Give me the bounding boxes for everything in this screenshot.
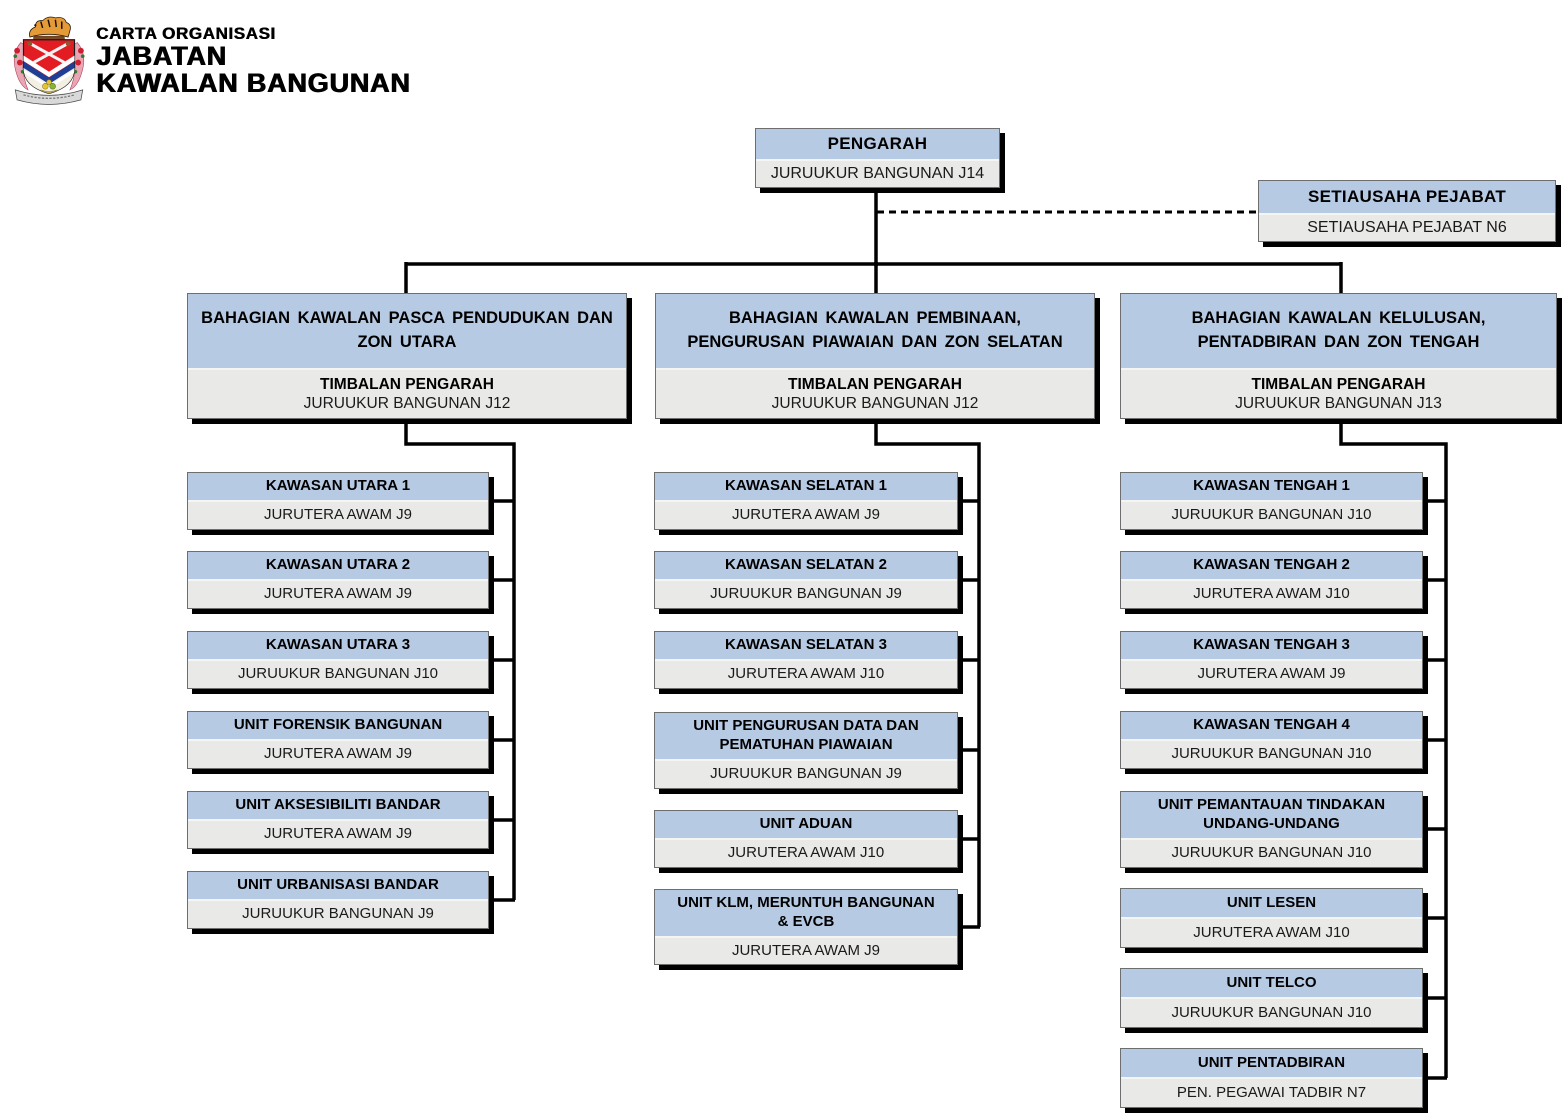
division-grade: JURUUKUR BANGUNAN J13	[1235, 395, 1442, 412]
pengarah-title: PENGARAH	[756, 129, 999, 161]
org-box-unit-aduan: UNIT ADUAN JURUTERA AWAM J10	[654, 810, 958, 868]
chart-title-block: CARTA ORGANISASI JABATAN KAWALAN BANGUNA…	[96, 8, 410, 97]
unit-grade: JURUTERA AWAM J9	[655, 502, 957, 529]
unit-title: KAWASAN TENGAH 3	[1121, 632, 1422, 661]
unit-title: UNIT PEMANTAUAN TINDAKAN UNDANG-UNDANG	[1121, 792, 1422, 840]
org-box-unit-forensik-bangunan: UNIT FORENSIK BANGUNAN JURUTERA AWAM J9	[187, 711, 489, 769]
org-box-kawasan-utara-3: KAWASAN UTARA 3 JURUUKUR BANGUNAN J10	[187, 631, 489, 689]
chart-title-line3: KAWALAN BANGUNAN	[96, 67, 411, 98]
unit-grade: JURUTERA AWAM J10	[1121, 919, 1422, 947]
unit-title: KAWASAN SELATAN 3	[655, 632, 957, 661]
unit-grade: JURUTERA AWAM J10	[655, 840, 957, 867]
org-box-unit-urbanisasi-bandar: UNIT URBANISASI BANDAR JURUUKUR BANGUNAN…	[187, 871, 489, 929]
unit-title: UNIT PENGURUSAN DATA DAN PEMATUHAN PIAWA…	[655, 713, 957, 761]
unit-title: UNIT KLM, MERUNTUH BANGUNAN & EVCB	[655, 890, 957, 938]
org-box-kawasan-utara-2: KAWASAN UTARA 2 JURUTERA AWAM J9	[187, 551, 489, 609]
division-name: BAHAGIAN KAWALAN PASCA PENDUDUKAN DAN ZO…	[188, 294, 626, 370]
unit-title: KAWASAN SELATAN 1	[655, 473, 957, 502]
pengarah-grade: JURUUKUR BANGUNAN J14	[756, 161, 999, 187]
org-box-unit-klm-meruntuh-evcb: UNIT KLM, MERUNTUH BANGUNAN & EVCB JURUT…	[654, 889, 958, 965]
division-name: BAHAGIAN KAWALAN PEMBINAAN, PENGURUSAN P…	[656, 294, 1094, 370]
kl-crest-logo	[13, 16, 85, 105]
unit-title: UNIT AKSESIBILITI BANDAR	[188, 792, 488, 821]
unit-grade: JURUUKUR BANGUNAN J10	[1121, 999, 1422, 1027]
unit-grade: JURUUKUR BANGUNAN J9	[655, 581, 957, 608]
unit-title: UNIT LESEN	[1121, 889, 1422, 919]
unit-grade: JURUUKUR BANGUNAN J10	[1121, 502, 1422, 529]
org-box-kawasan-tengah-4: KAWASAN TENGAH 4 JURUUKUR BANGUNAN J10	[1120, 711, 1423, 769]
setiausaha-grade: SETIAUSAHA PEJABAT N6	[1259, 215, 1555, 241]
unit-title: UNIT PENTADBIRAN	[1121, 1049, 1422, 1079]
org-box-unit-pemantauan-tindakan: UNIT PEMANTAUAN TINDAKAN UNDANG-UNDANG J…	[1120, 791, 1423, 868]
unit-grade: JURUUKUR BANGUNAN J10	[188, 661, 488, 688]
chart-title-line2: JABATAN	[96, 41, 227, 71]
division-body: TIMBALAN PENGARAH JURUUKUR BANGUNAN J13	[1121, 370, 1556, 418]
org-box-unit-pentadbiran: UNIT PENTADBIRAN PEN. PEGAWAI TADBIR N7	[1120, 1048, 1423, 1108]
unit-grade: JURUTERA AWAM J9	[188, 502, 488, 529]
unit-grade: JURUUKUR BANGUNAN J10	[1121, 840, 1422, 867]
unit-grade: JURUUKUR BANGUNAN J9	[655, 761, 957, 788]
org-box-unit-pengurusan-data: UNIT PENGURUSAN DATA DAN PEMATUHAN PIAWA…	[654, 712, 958, 789]
division-body: TIMBALAN PENGARAH JURUUKUR BANGUNAN J12	[656, 370, 1094, 418]
org-box-unit-lesen: UNIT LESEN JURUTERA AWAM J10	[1120, 888, 1423, 948]
org-box-pengarah: PENGARAH JURUUKUR BANGUNAN J14	[755, 128, 1000, 188]
org-box-bahagian-zon-selatan: BAHAGIAN KAWALAN PEMBINAAN, PENGURUSAN P…	[655, 293, 1095, 419]
chart-title-line1: CARTA ORGANISASI	[96, 24, 276, 43]
unit-title: KAWASAN UTARA 1	[188, 473, 488, 502]
unit-title: KAWASAN TENGAH 1	[1121, 473, 1422, 502]
unit-title: UNIT ADUAN	[655, 811, 957, 840]
division-grade: JURUUKUR BANGUNAN J12	[303, 395, 511, 412]
unit-title: KAWASAN UTARA 3	[188, 632, 488, 661]
unit-grade: JURUTERA AWAM J9	[188, 821, 488, 848]
unit-title: KAWASAN UTARA 2	[188, 552, 488, 581]
division-role: TIMBALAN PENGARAH	[320, 375, 494, 393]
org-box-kawasan-tengah-3: KAWASAN TENGAH 3 JURUTERA AWAM J9	[1120, 631, 1423, 689]
unit-title: UNIT TELCO	[1121, 969, 1422, 999]
org-box-bahagian-zon-tengah: BAHAGIAN KAWALAN KELULUSAN, PENTADBIRAN …	[1120, 293, 1557, 419]
org-box-kawasan-selatan-2: KAWASAN SELATAN 2 JURUUKUR BANGUNAN J9	[654, 551, 958, 609]
division-role: TIMBALAN PENGARAH	[788, 375, 962, 393]
unit-title: UNIT URBANISASI BANDAR	[188, 872, 488, 901]
unit-grade: JURUTERA AWAM J10	[655, 661, 957, 688]
unit-grade: JURUTERA AWAM J9	[188, 581, 488, 608]
unit-grade: JURUTERA AWAM J9	[188, 741, 488, 768]
division-grade: JURUUKUR BANGUNAN J12	[771, 395, 979, 412]
unit-grade: JURUUKUR BANGUNAN J10	[1121, 741, 1422, 768]
branding-header: CARTA ORGANISASI JABATAN KAWALAN BANGUNA…	[8, 8, 410, 108]
division-body: TIMBALAN PENGARAH JURUUKUR BANGUNAN J12	[188, 370, 626, 418]
unit-grade: JURUTERA AWAM J9	[655, 938, 957, 964]
org-box-kawasan-tengah-2: KAWASAN TENGAH 2 JURUTERA AWAM J10	[1120, 551, 1423, 609]
division-name: BAHAGIAN KAWALAN KELULUSAN, PENTADBIRAN …	[1121, 294, 1556, 370]
unit-title: KAWASAN TENGAH 2	[1121, 552, 1422, 581]
unit-title: KAWASAN SELATAN 2	[655, 552, 957, 581]
org-box-kawasan-utara-1: KAWASAN UTARA 1 JURUTERA AWAM J9	[187, 472, 489, 530]
unit-grade: JURUTERA AWAM J10	[1121, 581, 1422, 608]
setiausaha-title: SETIAUSAHA PEJABAT	[1259, 181, 1555, 215]
org-box-kawasan-selatan-1: KAWASAN SELATAN 1 JURUTERA AWAM J9	[654, 472, 958, 530]
unit-title: UNIT FORENSIK BANGUNAN	[188, 712, 488, 741]
org-box-kawasan-selatan-3: KAWASAN SELATAN 3 JURUTERA AWAM J10	[654, 631, 958, 689]
unit-grade: PEN. PEGAWAI TADBIR N7	[1121, 1079, 1422, 1107]
org-box-kawasan-tengah-1: KAWASAN TENGAH 1 JURUUKUR BANGUNAN J10	[1120, 472, 1423, 530]
unit-title: KAWASAN TENGAH 4	[1121, 712, 1422, 741]
unit-grade: JURUTERA AWAM J9	[1121, 661, 1422, 688]
division-role: TIMBALAN PENGARAH	[1251, 375, 1426, 393]
org-box-bahagian-zon-utara: BAHAGIAN KAWALAN PASCA PENDUDUKAN DAN ZO…	[187, 293, 627, 419]
org-box-unit-aksesibiliti-bandar: UNIT AKSESIBILITI BANDAR JURUTERA AWAM J…	[187, 791, 489, 849]
org-box-setiausaha-pejabat: SETIAUSAHA PEJABAT SETIAUSAHA PEJABAT N6	[1258, 180, 1556, 242]
org-box-unit-telco: UNIT TELCO JURUUKUR BANGUNAN J10	[1120, 968, 1423, 1028]
unit-grade: JURUUKUR BANGUNAN J9	[188, 901, 488, 928]
